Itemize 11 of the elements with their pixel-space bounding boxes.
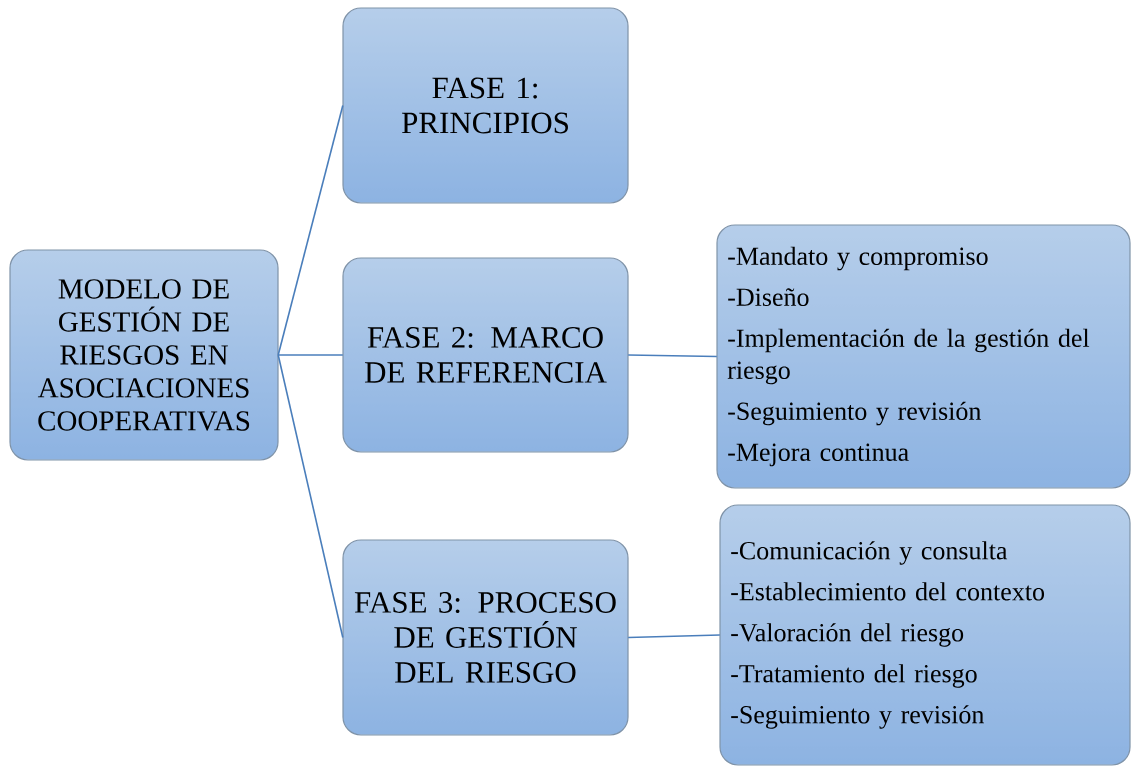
list-box: -Mandato y compromiso -Diseño -Implementación de la gestión del riesgo -Seguimiento y revisión -Mejora continua — [716, 224, 1131, 489]
connector-line — [277, 354, 344, 356]
process-box: FASE 1: PRINCIPIOS — [342, 7, 629, 204]
process-box: MODELO DE GESTIÓN DE RIESGOS EN ASOCIACIONES COOPERATIVAS — [9, 249, 279, 461]
connector-line — [627, 354, 718, 358]
connector-line — [277, 354, 344, 639]
list-box: -Comunicación y consulta -Establecimiento del contexto -Valoración del riesgo -Tratamiento del riesgo -Seguimiento y revisión — [719, 504, 1131, 766]
process-box: FASE 3: PROCESO DE GESTIÓN DEL RIESGO — [342, 539, 629, 736]
connector-line — [627, 634, 721, 639]
process-box: FASE 2: MARCO DE REFERENCIA — [342, 257, 629, 453]
connector-line — [277, 104, 344, 356]
